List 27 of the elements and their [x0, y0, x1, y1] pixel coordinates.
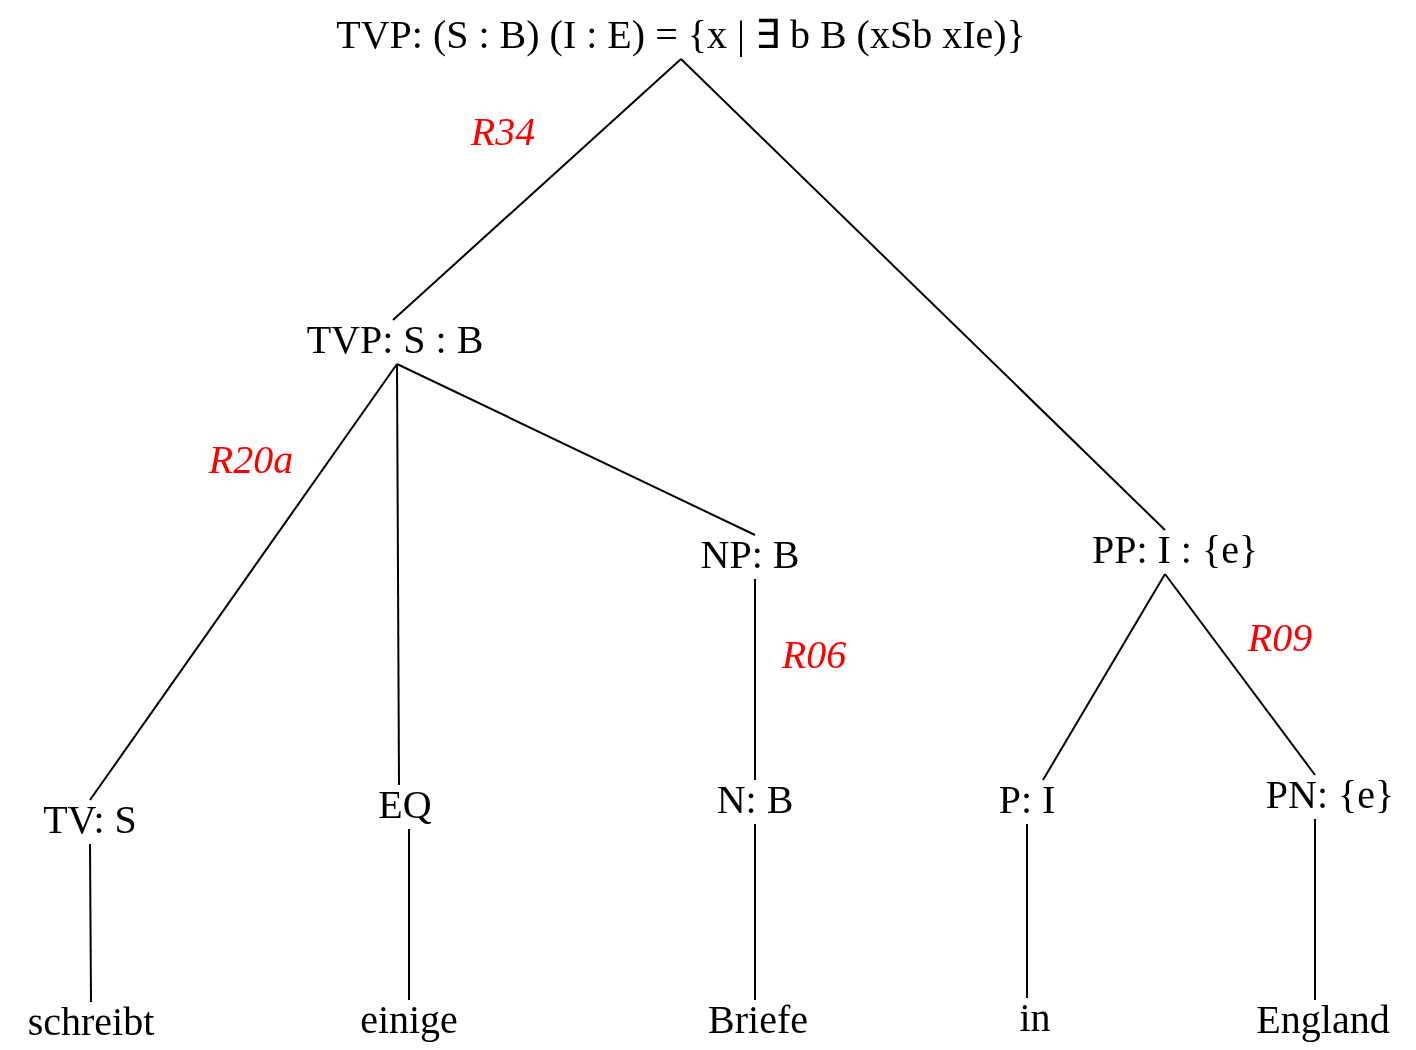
tree-node-label: PP: I : {e} — [1091, 528, 1259, 572]
tree-branch — [1164, 573, 1316, 776]
leaf-word: in — [1019, 996, 1051, 1040]
tree-branch — [1314, 818, 1316, 1001]
tree-branch — [1026, 823, 1028, 999]
tree-branch — [408, 828, 410, 1001]
tree-branch — [392, 58, 682, 321]
tree-node-label: P: I — [998, 778, 1056, 822]
tree-node-label: EQ — [378, 783, 432, 827]
tree-branch — [1042, 573, 1166, 781]
tree-branch — [680, 58, 1166, 531]
tree-branch — [89, 363, 398, 801]
tree-branch — [754, 578, 756, 781]
tree-node-label: TVP: (S : B) (I : E) = {x | ∃ b B (xSb xIe)} — [336, 13, 1026, 57]
leaf-word: schreibt — [27, 1000, 155, 1044]
leaf-word: Briefe — [708, 998, 808, 1042]
tree-branch — [396, 363, 400, 786]
leaf-word: einige — [360, 998, 458, 1042]
tree-node-label: TVP: S : B — [306, 318, 484, 362]
tree-branch — [396, 363, 756, 536]
tree-branch — [89, 843, 92, 1003]
tree-node-label: N: B — [716, 778, 794, 822]
tree-node-label: NP: B — [700, 533, 800, 577]
tree-node-label: TV: S — [43, 798, 137, 842]
tree-branch — [754, 823, 756, 1001]
leaf-word: England — [1256, 998, 1390, 1042]
tree-node-label: PN: {e} — [1265, 773, 1395, 817]
